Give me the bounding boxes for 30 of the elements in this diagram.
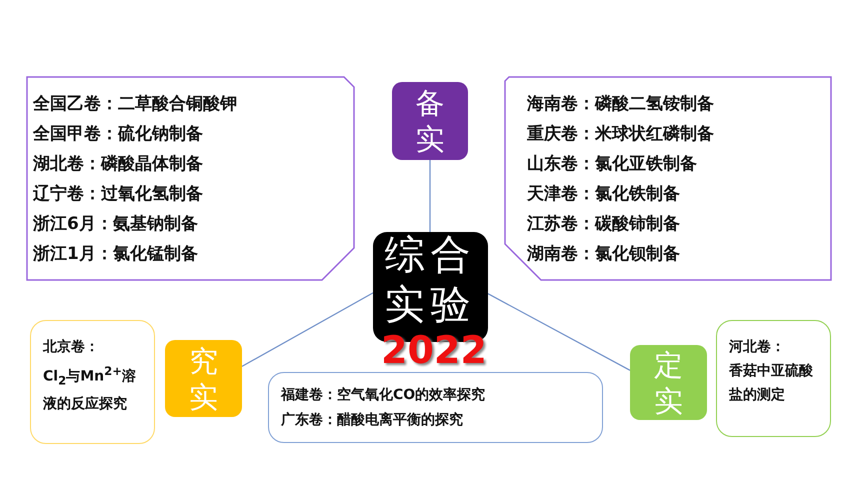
list-item: 浙江1月：氯化锰制备 [33,243,198,266]
connector-line [429,160,431,232]
category-tag: 定实 [630,345,707,420]
info-text: 广东卷：醋酸电离平衡的探究 [281,410,464,430]
title-text: 综合实验 [384,231,478,330]
list-box [505,77,831,280]
list-item: 湖北卷：磷酸晶体制备 [33,153,203,176]
info-text: Cl$_{2}$与Mn$^{2+}$溶液的反应探究 [43,363,137,414]
info-card [716,320,831,437]
info-text: 河北卷： [729,338,786,357]
info-text: 福建卷：空气氧化CO的效率探究 [281,386,486,405]
list-item: 全国乙卷：二草酸合铜酸钾 [33,93,237,116]
info-card [268,372,603,443]
list-item: 湖南卷：氯化钡制备 [527,243,680,266]
list-item: 海南卷：磷酸二氢铵制备 [527,93,714,116]
list-item: 江苏卷：碳酸铈制备 [527,213,680,236]
connector-line [488,293,630,371]
list-item: 浙江6月：氨基钠制备 [33,213,198,236]
info-card [30,320,155,444]
list-item: 山东卷：氯化亚铁制备 [527,153,697,176]
list-item: 重庆卷：米球状红磷制备 [527,123,714,146]
category-tag: 究实 [165,340,242,417]
list-item: 天津卷：氯化铁制备 [527,183,680,206]
list-item: 全国甲卷：硫化钠制备 [33,123,203,146]
category-tag: 备实 [392,82,468,160]
connector-line [242,292,374,367]
list-item: 辽宁卷：过氧化氢制备 [33,183,203,206]
info-text: 香菇中亚硫酸盐的测定 [729,362,814,405]
list-box [27,77,354,280]
info-text: 北京卷： [43,338,100,357]
